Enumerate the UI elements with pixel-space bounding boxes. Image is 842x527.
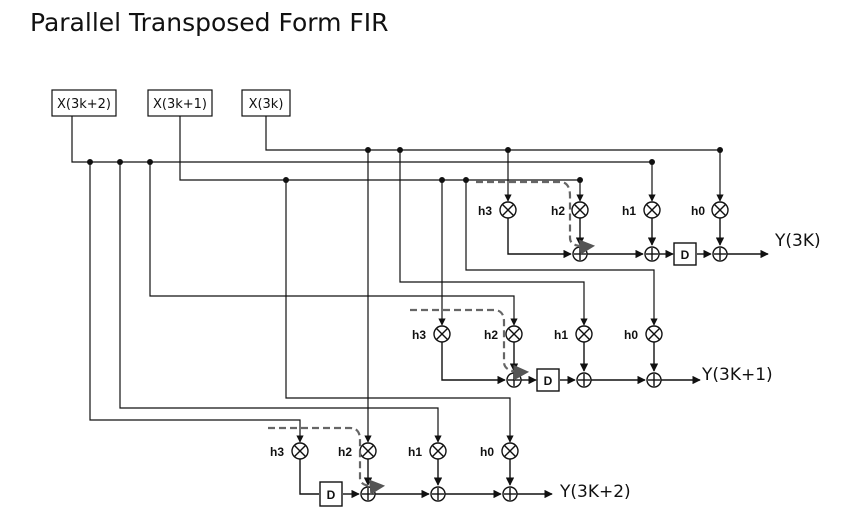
- junction-dots: [87, 147, 723, 183]
- svg-text:X(3k+1): X(3k+1): [153, 97, 207, 112]
- svg-text:X(3k+2): X(3k+2): [57, 97, 111, 112]
- svg-text:Y(3K+2): Y(3K+2): [559, 482, 631, 502]
- page-title: Parallel Transposed Form FIR: [30, 8, 389, 37]
- svg-text:h3: h3: [270, 445, 284, 459]
- svg-text:h1: h1: [408, 445, 422, 459]
- input-x3k1: X(3k+1): [147, 89, 213, 117]
- row-2: D h3 h2 h1 h0 Y(3K+1): [410, 308, 773, 392]
- svg-text:h3: h3: [478, 204, 492, 218]
- input-x3k2: X(3k+2): [51, 89, 117, 117]
- svg-text:Y(3K): Y(3K): [774, 231, 821, 251]
- svg-text:h2: h2: [338, 445, 352, 459]
- svg-text:X(3k): X(3k): [249, 97, 284, 112]
- svg-text:h2: h2: [551, 204, 565, 218]
- svg-text:Y(3K+1): Y(3K+1): [701, 365, 773, 385]
- svg-text:D: D: [681, 248, 690, 262]
- row-3: D h3 h2 h1 h0 Y(3K+2): [268, 426, 631, 507]
- bus-lines: [71, 116, 720, 181]
- svg-text:h1: h1: [622, 204, 636, 218]
- svg-text:D: D: [327, 488, 336, 502]
- svg-text:D: D: [544, 374, 553, 388]
- row-1: D h3 h2 h1 h0 Y(3K): [476, 180, 821, 266]
- input-x3k: X(3k): [241, 89, 291, 117]
- svg-text:h1: h1: [554, 328, 568, 342]
- svg-text:h2: h2: [484, 328, 498, 342]
- svg-text:h0: h0: [624, 328, 638, 342]
- feed-wires: [89, 150, 724, 443]
- svg-text:h0: h0: [480, 445, 494, 459]
- svg-text:h0: h0: [691, 204, 705, 218]
- svg-text:h3: h3: [412, 328, 426, 342]
